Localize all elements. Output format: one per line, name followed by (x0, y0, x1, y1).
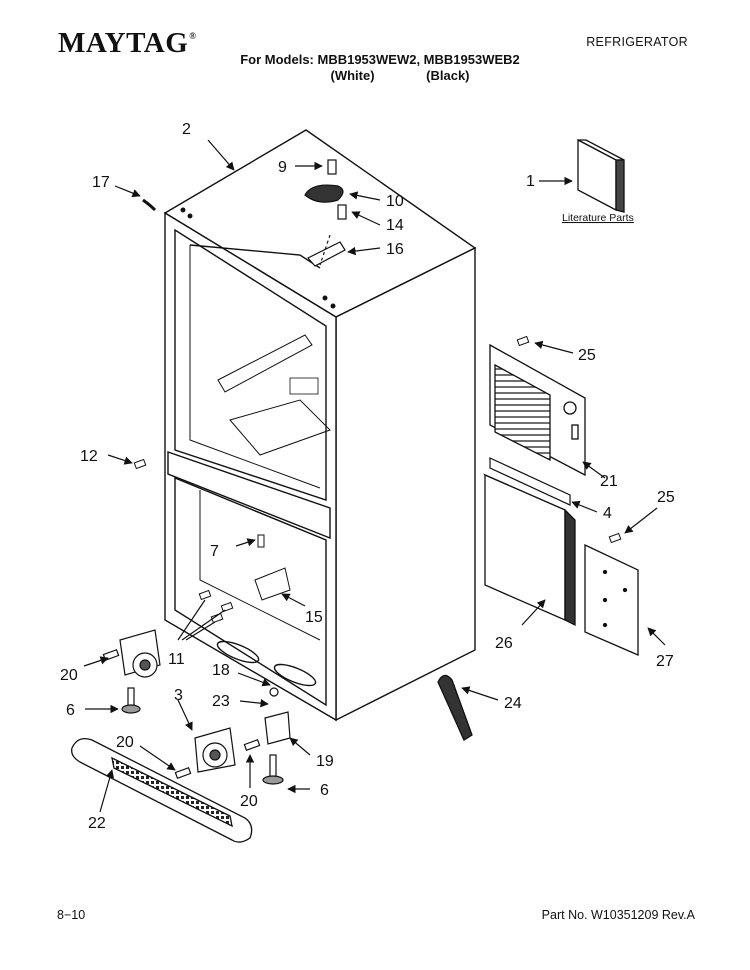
callout-22: 22 (88, 815, 106, 832)
callout-numbers: 1 2 3 4 6 6 7 9 10 11 12 14 15 16 17 18 … (60, 121, 675, 832)
callout-12: 12 (80, 448, 98, 465)
roller-assembly-left (102, 629, 161, 714)
category-label: REFRIGERATOR (586, 35, 688, 49)
strip-4 (489, 457, 571, 506)
callout-25a: 25 (578, 347, 596, 364)
cabinet (163, 129, 477, 722)
base-grille-22 (71, 737, 253, 843)
roller-assembly-right (174, 687, 291, 785)
rear-panel-21 (489, 343, 586, 477)
maytag-logo: MAYTAG® (58, 27, 197, 59)
tube-17 (142, 198, 157, 212)
callout-23: 23 (212, 693, 230, 710)
models-line: For Models: MBB1953WEW2, MBB1953WEB2 (240, 52, 520, 67)
part-number: Part No. W10351209 Rev.A (541, 908, 695, 922)
callout-11: 11 (168, 651, 185, 668)
callout-26: 26 (495, 635, 513, 652)
callout-18: 18 (212, 662, 230, 679)
top-hinge-assembly (304, 159, 347, 267)
screws (133, 335, 622, 624)
callout-15: 15 (305, 609, 323, 626)
callout-25b: 25 (657, 489, 675, 506)
color-white-label: (White) (330, 68, 375, 83)
callout-14: 14 (386, 217, 404, 234)
color-black-label: (Black) (426, 68, 470, 83)
callout-27: 27 (656, 653, 674, 670)
wrench-24 (437, 674, 473, 741)
callout-6b: 6 (320, 782, 329, 799)
callout-9: 9 (278, 159, 287, 176)
leader-lines (83, 139, 666, 813)
panel-27 (584, 543, 639, 656)
callout-3: 3 (174, 687, 183, 704)
callout-6a: 6 (66, 702, 75, 719)
callout-1: 1 (526, 173, 535, 190)
callout-24: 24 (504, 695, 522, 712)
page-number: 8−10 (57, 908, 86, 922)
literature-booklet (577, 138, 625, 213)
callout-19: 19 (316, 753, 334, 770)
callout-7: 7 (210, 543, 219, 560)
callout-20b: 20 (116, 734, 134, 751)
callout-10: 10 (386, 193, 404, 210)
callout-17: 17 (92, 174, 110, 191)
callout-20c: 20 (240, 793, 258, 810)
literature-parts-label: Literature Parts (562, 212, 634, 224)
callout-2: 2 (182, 121, 191, 138)
callout-16: 16 (386, 241, 404, 258)
callout-4: 4 (603, 505, 612, 522)
callout-21: 21 (600, 473, 618, 490)
callout-20a: 20 (60, 667, 78, 684)
panel-26 (483, 473, 576, 627)
models-header: For Models: MBB1953WEW2, MBB1953WEB2 (Wh… (220, 52, 540, 84)
